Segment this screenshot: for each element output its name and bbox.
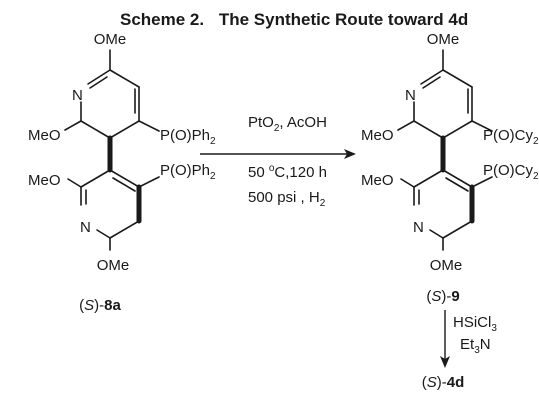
reaction-arrow-1: PtO2, AcOH 50 oC,120 h 500 psi , H2	[200, 114, 356, 209]
pyridine-n-label: N	[413, 219, 424, 236]
pyridine-n-label: N	[72, 87, 83, 104]
bond	[112, 177, 136, 192]
pyridine-n-label: N	[405, 87, 416, 104]
bond	[442, 220, 473, 239]
methoxy-label: OMe	[94, 31, 127, 48]
bond	[442, 169, 473, 188]
bond	[109, 220, 140, 239]
methoxy-label: MeO	[28, 127, 61, 144]
bond	[420, 69, 444, 85]
bond	[109, 120, 140, 139]
bond	[80, 169, 111, 188]
condition-line-2: 500 psi , H2	[248, 189, 326, 209]
bond	[471, 120, 493, 132]
bond	[138, 176, 160, 188]
molecule-9: OMe N MeO P(O)Cy2 MeO P(O)Cy2 N OMe (S)-…	[361, 31, 539, 305]
reagent-line-1: HSiCl3	[453, 314, 497, 334]
reagent-line-2: Et3N	[460, 336, 491, 356]
pyridine-n-label: N	[80, 219, 91, 236]
methoxy-label: MeO	[361, 172, 394, 189]
bond	[87, 69, 111, 85]
bond	[413, 120, 444, 139]
bond	[471, 176, 493, 188]
product-label: (S)-4d	[422, 374, 465, 391]
bond	[400, 178, 415, 188]
reaction-arrow-2: HSiCl3 Et3N	[440, 310, 497, 368]
condition-line-1: 50 oC,120 h	[248, 163, 327, 181]
molecule-8a: OMe N MeO P(O)Ph2 MeO P(O)Ph2 N OMe (S)-…	[28, 31, 216, 314]
methoxy-label: MeO	[361, 127, 394, 144]
bond	[64, 120, 82, 131]
arrow-head	[344, 149, 356, 159]
bond	[397, 120, 415, 131]
compound-label: (S)-8a	[79, 297, 121, 314]
methoxy-label: OMe	[430, 257, 463, 274]
bond	[89, 76, 108, 89]
methoxy-label: OMe	[427, 31, 460, 48]
bond	[422, 76, 441, 89]
bond	[442, 69, 473, 88]
bond	[445, 177, 469, 192]
bond	[429, 229, 444, 239]
methoxy-label: MeO	[28, 172, 61, 189]
reagent-line-1: PtO2, AcOH	[248, 114, 327, 134]
phosphine-oxide-label: P(O)Cy2	[483, 127, 539, 147]
phosphine-oxide-label: P(O)Ph2	[160, 127, 216, 147]
bond	[138, 120, 160, 132]
compound-label: (S)-9	[426, 288, 459, 305]
methoxy-label: OMe	[97, 257, 130, 274]
phosphine-oxide-label: P(O)Cy2	[483, 162, 539, 182]
bond	[413, 169, 444, 188]
scheme-title-text: The Synthetic Route toward 4d	[219, 10, 468, 29]
bond	[80, 120, 111, 139]
bond	[109, 69, 140, 88]
bond	[442, 120, 473, 139]
bond	[67, 178, 82, 188]
bond	[96, 229, 111, 239]
bond	[109, 169, 140, 188]
scheme-number: Scheme 2.	[120, 10, 204, 29]
scheme-title: Scheme 2. The Synthetic Route toward 4d	[120, 10, 468, 29]
phosphine-oxide-label: P(O)Ph2	[160, 162, 216, 182]
arrow-head	[440, 356, 450, 368]
